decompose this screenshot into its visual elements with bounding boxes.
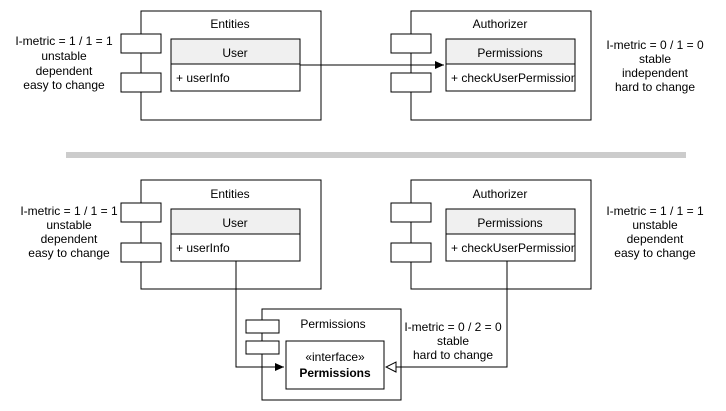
bottom-left-metrics: I-metric = 1 / 1 = 1 unstable dependent … (20, 204, 118, 260)
permissions-class: Permissions + checkUserPermission (445, 208, 577, 262)
user-class: User + userInfo (170, 38, 301, 92)
uses-interface-arrow (235, 261, 284, 371)
class-name: User (222, 216, 247, 230)
metric-line: easy to change (614, 246, 696, 260)
class-member: + userInfo (176, 241, 230, 255)
component-port (245, 340, 280, 355)
metric-line: easy to change (28, 246, 110, 260)
top-left-metrics: I-metric = 1 / 1 = 1 unstable dependent … (15, 34, 113, 92)
metric-line: hard to change (615, 80, 695, 94)
metric-line: unstable (46, 218, 92, 232)
class-header (445, 38, 576, 65)
metric-line: easy to change (23, 78, 105, 92)
component-port (390, 33, 432, 54)
class-member: + checkUserPermission (451, 241, 577, 255)
metric-line: I-metric = 1 / 1 = 1 (606, 204, 704, 218)
class-member: + userInfo (176, 71, 230, 85)
metric-line: unstable (632, 218, 678, 232)
metric-line: dependent (41, 232, 98, 246)
user-class: User + userInfo (170, 208, 301, 262)
metric-line: stable (437, 334, 469, 348)
metric-line: dependent (36, 64, 93, 78)
metric-line: hard to change (413, 348, 493, 362)
bottom-entities-component: Entities User + userInfo (120, 179, 322, 290)
class-member: + checkUserPermission (451, 71, 577, 85)
component-title: Entities (210, 187, 249, 201)
component-port (120, 242, 162, 263)
class-header (170, 38, 301, 65)
component-title: Authorizer (473, 187, 528, 201)
metric-line: stable (639, 52, 671, 66)
class-header (445, 208, 576, 235)
class-name: User (222, 46, 247, 60)
permissions-interface: «interface» Permissions (285, 340, 385, 390)
metric-line: I-metric = 1 / 1 = 1 (15, 34, 113, 48)
component-port (390, 72, 432, 93)
class-name: Permissions (477, 216, 542, 230)
permissions-interface-component: Permissions «interface» Permissions (245, 308, 402, 401)
interface-box (285, 340, 385, 390)
component-port (120, 33, 162, 54)
metric-line: independent (622, 66, 689, 80)
metric-line: I-metric = 1 / 1 = 1 (20, 204, 118, 218)
metric-line: dependent (627, 232, 684, 246)
top-entities-component: Entities User + userInfo (120, 10, 322, 121)
component-title: Entities (210, 17, 249, 31)
component-port (390, 202, 432, 223)
component-port (120, 72, 162, 93)
class-header (170, 208, 301, 235)
permissions-class: Permissions + checkUserPermission (445, 38, 577, 92)
metric-line: I-metric = 0 / 2 = 0 (404, 320, 502, 334)
bottom-right-metrics: I-metric = 1 / 1 = 1 unstable dependent … (606, 204, 704, 260)
component-port (120, 202, 162, 223)
component-title: Permissions (300, 317, 365, 331)
class-name: Permissions (477, 46, 542, 60)
metric-line: I-metric = 0 / 1 = 0 (606, 38, 704, 52)
bottom-authorizer-component: Authorizer Permissions + checkUserPermis… (390, 179, 592, 290)
interface-name: Permissions (299, 366, 371, 380)
component-port (245, 319, 280, 334)
component-port (390, 242, 432, 263)
interface-stereotype: «interface» (305, 350, 365, 364)
section-divider (66, 152, 686, 158)
metric-line: unstable (41, 49, 87, 63)
top-right-metrics: I-metric = 0 / 1 = 0 stable independent … (606, 38, 704, 94)
component-title: Authorizer (473, 17, 528, 31)
interface-metrics: I-metric = 0 / 2 = 0 stable hard to chan… (404, 320, 502, 362)
implements-interface-arrow (386, 261, 508, 367)
